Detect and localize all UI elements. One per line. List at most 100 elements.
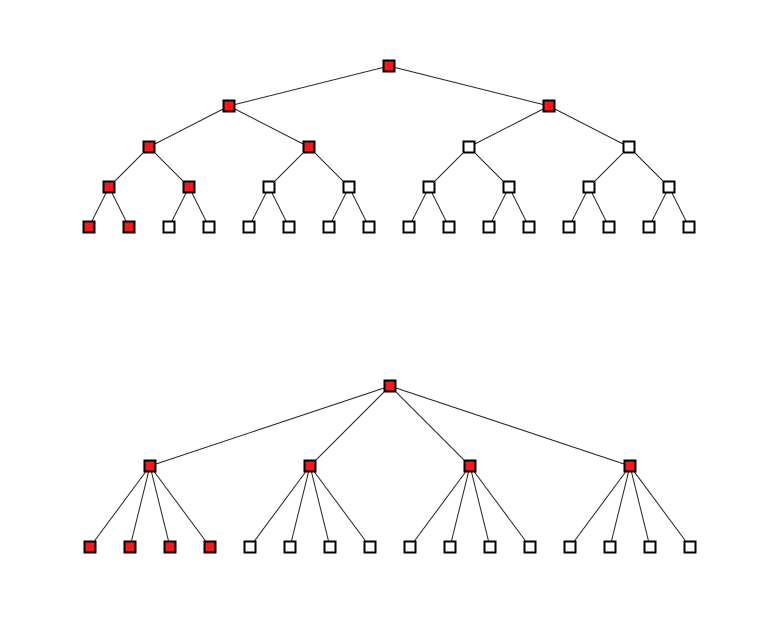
binary-tree-node-level-4 (482, 220, 496, 234)
quaternary-tree-edge (309, 465, 371, 548)
binary-tree-node-level-3 (502, 180, 516, 194)
binary-tree-node-level-4 (162, 220, 176, 234)
quaternary-tree-edge (409, 465, 471, 548)
quaternary-tree-node-highlighted-level-2 (163, 540, 177, 554)
binary-tree-node-highlighted-level-4 (122, 220, 136, 234)
quaternary-tree-edge (249, 465, 311, 548)
quaternary-tree-edge (609, 465, 631, 548)
binary-tree-edge (648, 186, 670, 228)
binary-tree-edge (148, 105, 230, 148)
binary-tree-edge (668, 186, 690, 228)
binary-tree-node-level-3 (582, 180, 596, 194)
binary-tree-edge (228, 65, 390, 107)
quaternary-tree-edge (389, 385, 631, 467)
binary-tree-edge (388, 65, 550, 107)
quaternary-tree-edge (469, 465, 491, 548)
binary-tree-node-level-4 (282, 220, 296, 234)
binary-tree-edge (168, 186, 190, 228)
binary-tree-edge (148, 146, 190, 188)
binary-tree-node-highlighted-level-1 (222, 99, 236, 113)
quaternary-tree-node-highlighted-level-2 (83, 540, 97, 554)
binary-tree-node-highlighted-level-0 (382, 59, 396, 73)
quaternary-tree-edge (289, 465, 311, 548)
binary-tree-node-highlighted-level-3 (182, 180, 196, 194)
binary-tree-node-level-3 (662, 180, 676, 194)
quaternary-tree-node-highlighted-level-0 (383, 379, 397, 393)
binary-tree-edge (348, 186, 370, 228)
quaternary-tree-edge (149, 385, 391, 467)
binary-tree-node-level-4 (362, 220, 376, 234)
quaternary-tree-node-level-2 (283, 540, 297, 554)
binary-tree-edge (588, 146, 630, 188)
binary-tree-edge (108, 186, 130, 228)
binary-tree-edge (488, 186, 510, 228)
binary-tree-edge (248, 186, 270, 228)
quaternary-tree-edge (149, 465, 171, 548)
quaternary-tree-edge (129, 465, 151, 548)
quaternary-tree-edge (629, 465, 651, 548)
binary-tree-edge (428, 186, 450, 228)
binary-tree-edge (108, 146, 150, 188)
binary-tree-node-highlighted-level-3 (102, 180, 116, 194)
quaternary-tree-node-level-2 (363, 540, 377, 554)
quaternary-tree-node-level-2 (443, 540, 457, 554)
quaternary-tree-edge (389, 385, 471, 467)
quaternary-tree-node-level-2 (563, 540, 577, 554)
binary-tree-node-level-3 (422, 180, 436, 194)
quaternary-tree-node-highlighted-level-1 (623, 459, 637, 473)
binary-tree-node-highlighted-level-2 (302, 140, 316, 154)
quaternary-tree-node-level-2 (683, 540, 697, 554)
quaternary-tree-edge (309, 465, 331, 548)
binary-tree-edge (588, 186, 610, 228)
quaternary-tree-node-highlighted-level-1 (303, 459, 317, 473)
quaternary-tree-edge (569, 465, 631, 548)
binary-tree-node-level-2 (622, 140, 636, 154)
binary-tree-node-highlighted-level-1 (542, 99, 556, 113)
quaternary-tree-node-highlighted-level-2 (203, 540, 217, 554)
binary-tree-edge (468, 105, 550, 148)
binary-tree-node-level-4 (322, 220, 336, 234)
binary-tree-node-level-4 (562, 220, 576, 234)
quaternary-tree-node-level-2 (483, 540, 497, 554)
binary-tree-edge (88, 186, 110, 228)
binary-tree-node-level-2 (462, 140, 476, 154)
quaternary-tree-node-level-2 (323, 540, 337, 554)
binary-tree-node-level-4 (202, 220, 216, 234)
quaternary-tree-edge (469, 465, 531, 548)
binary-tree-node-level-4 (242, 220, 256, 234)
binary-tree-node-level-3 (262, 180, 276, 194)
binary-tree-edge (468, 146, 510, 188)
binary-tree-node-level-4 (642, 220, 656, 234)
binary-tree-edge (268, 186, 290, 228)
binary-tree-edge (228, 105, 310, 148)
binary-tree-edge (568, 186, 590, 228)
quaternary-tree-node-level-2 (603, 540, 617, 554)
quaternary-tree-edge (89, 465, 151, 548)
binary-tree-edge (308, 146, 350, 188)
quaternary-tree-edge (309, 385, 391, 467)
binary-tree-node-level-4 (602, 220, 616, 234)
binary-tree-node-highlighted-level-2 (142, 140, 156, 154)
binary-tree-edge (628, 146, 670, 188)
binary-tree-edge (508, 186, 530, 228)
binary-tree-edge (268, 146, 310, 188)
binary-tree-edge (548, 105, 630, 148)
quaternary-tree-node-level-2 (523, 540, 537, 554)
quaternary-tree-node-highlighted-level-2 (123, 540, 137, 554)
binary-tree-edge (328, 186, 350, 228)
quaternary-tree-node-level-2 (243, 540, 257, 554)
binary-tree-node-level-4 (682, 220, 696, 234)
quaternary-tree-node-highlighted-level-1 (143, 459, 157, 473)
binary-tree-node-level-4 (442, 220, 456, 234)
binary-tree-node-level-4 (402, 220, 416, 234)
binary-tree-node-level-3 (342, 180, 356, 194)
binary-tree-node-level-4 (522, 220, 536, 234)
quaternary-tree-node-level-2 (403, 540, 417, 554)
binary-tree-edge (408, 186, 430, 228)
quaternary-tree-edge (449, 465, 471, 548)
binary-tree-edge (428, 146, 470, 188)
quaternary-tree-node-highlighted-level-1 (463, 459, 477, 473)
binary-tree-edge (188, 186, 210, 228)
quaternary-tree-edge (149, 465, 211, 548)
